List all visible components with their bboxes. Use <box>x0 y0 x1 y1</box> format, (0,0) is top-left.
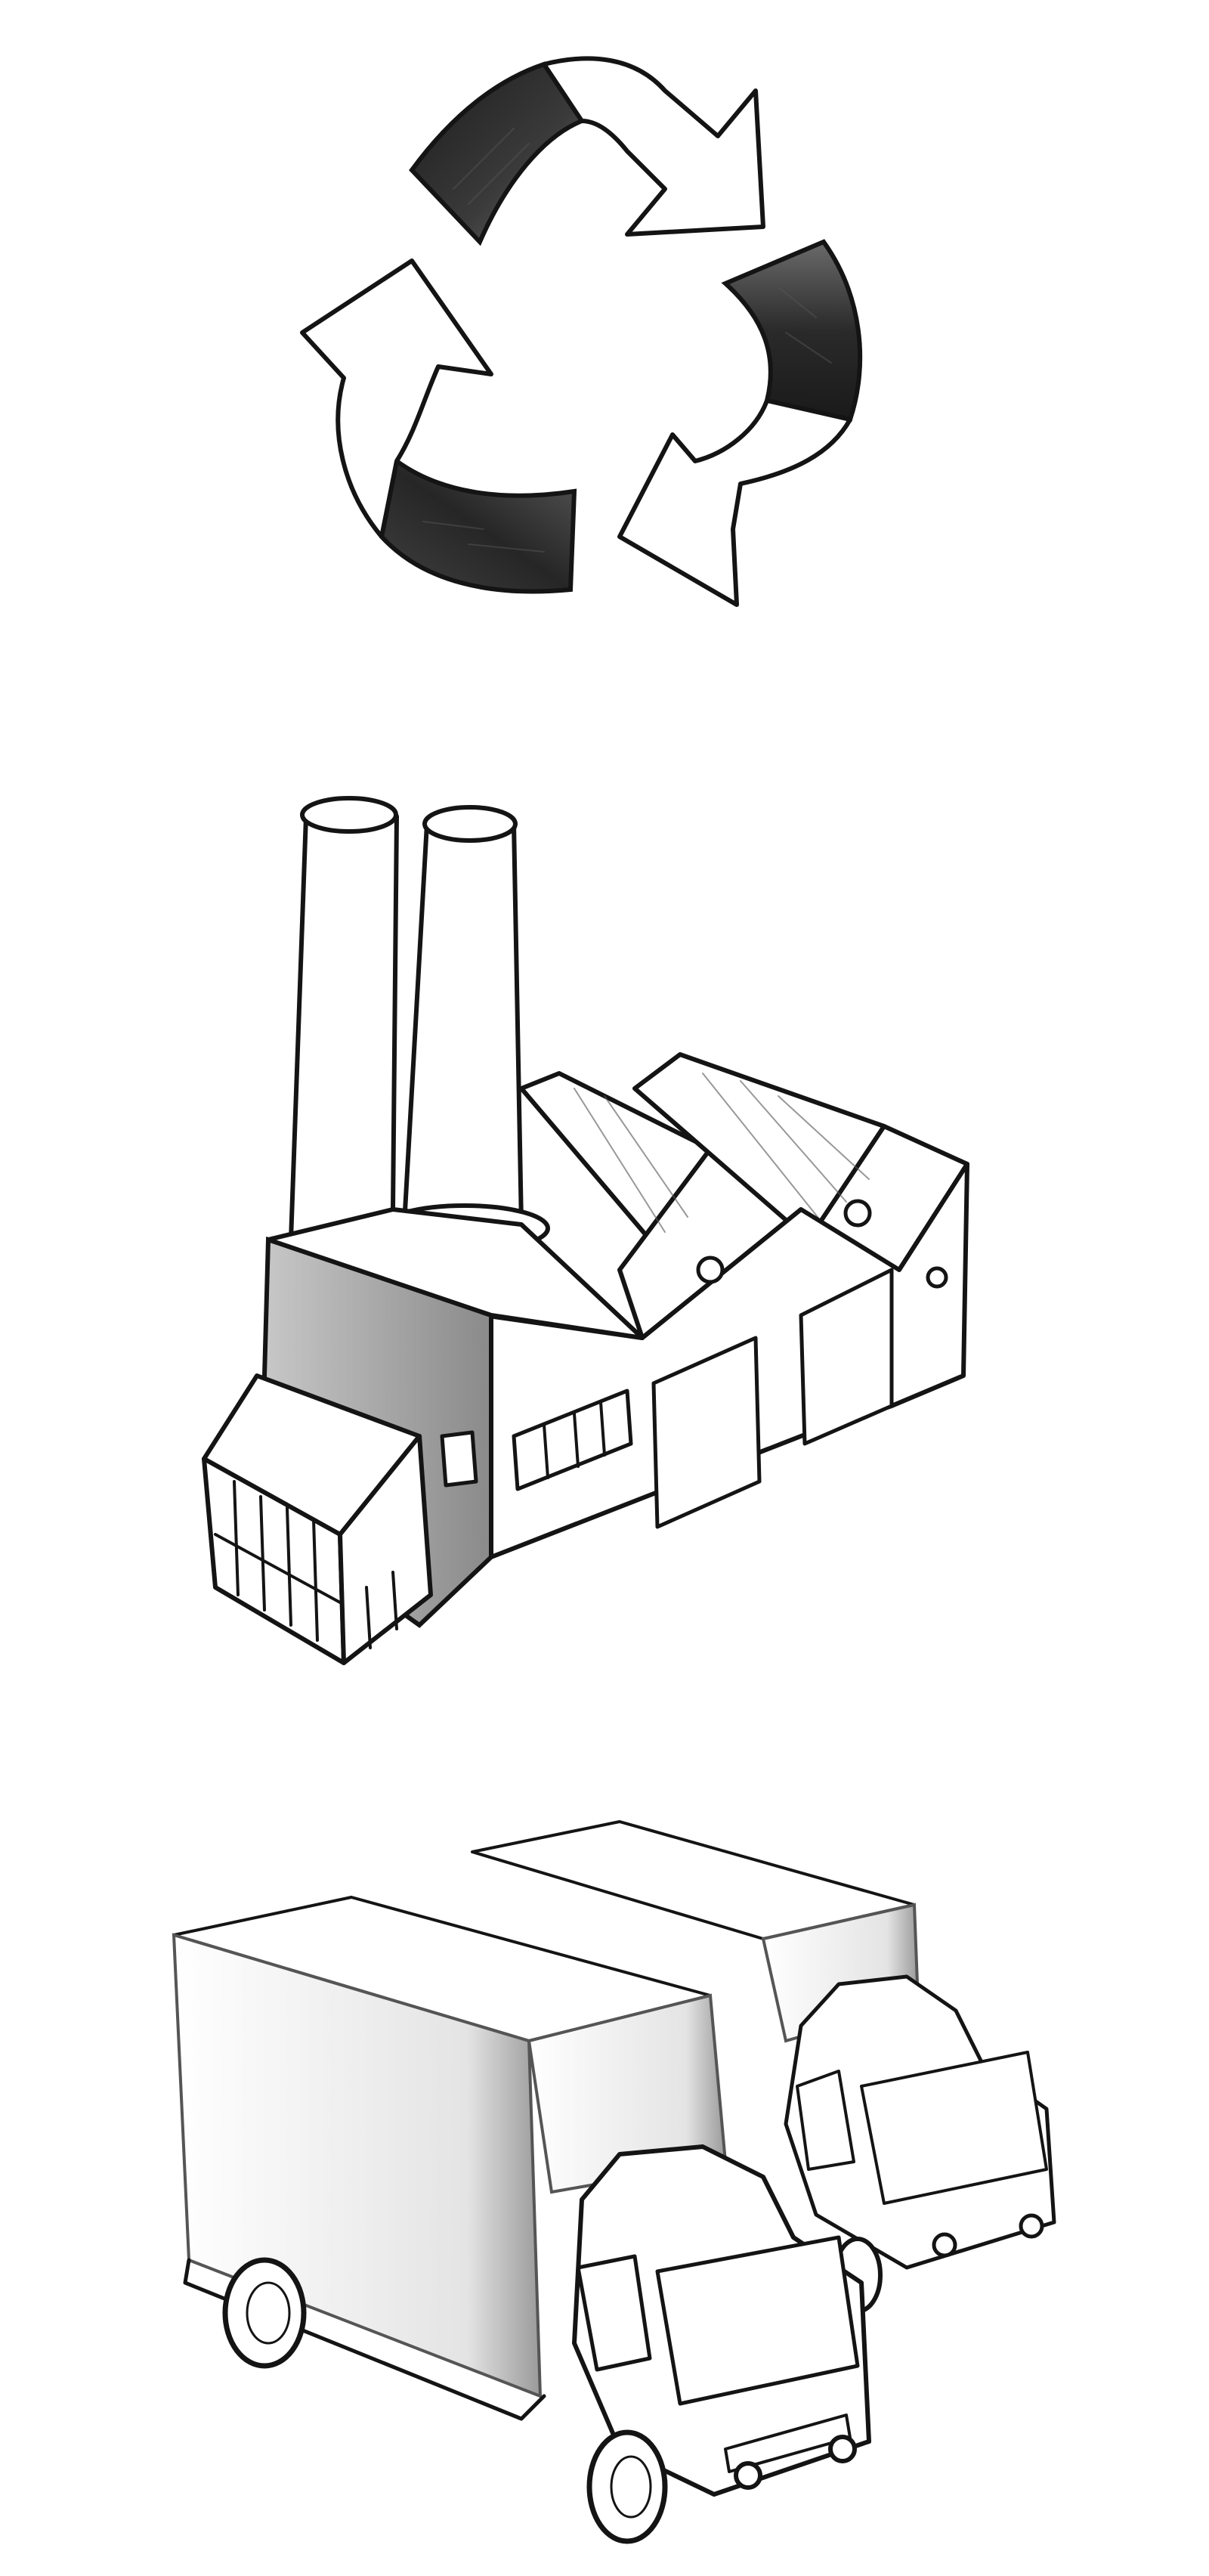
factory-icon <box>202 796 969 1665</box>
factory-door-left <box>651 1336 762 1529</box>
recycle-arrow-right-head <box>617 398 852 607</box>
factory-roof <box>519 1052 969 1340</box>
factory-door-right <box>799 1268 894 1446</box>
recycle-arrow-top-head <box>542 56 765 237</box>
factory-chimney-left <box>289 796 399 1242</box>
factory-porthole-middle <box>843 1199 872 1228</box>
truck-front-front-wheel <box>586 2429 668 2544</box>
recycle-arrow-top-shaded <box>409 61 586 246</box>
factory-entrance-annex <box>202 1373 433 1665</box>
delivery-trucks-icon <box>172 1820 1056 2544</box>
recycle-icon <box>300 56 863 607</box>
truck-front-headlight-left <box>734 2461 762 2490</box>
factory-window-strip <box>512 1389 633 1491</box>
truck-back <box>471 1820 1056 2314</box>
factory-chimney-right <box>379 805 550 1253</box>
recycle-arrow-left-shaded <box>379 457 577 594</box>
truck-front-headlight-right <box>828 2435 857 2463</box>
factory-porthole-right <box>926 1266 948 1289</box>
factory-left-block-top <box>266 1207 645 1340</box>
recycle-arrow-left-head <box>300 259 493 539</box>
factory-porthole-left <box>696 1255 725 1284</box>
recycle-arrow-right-shaded <box>721 239 863 423</box>
truck-back-headlight-left <box>932 2232 957 2258</box>
recycle-hatching <box>422 128 832 553</box>
truck-back-headlight-right <box>1019 2213 1044 2239</box>
truck-front-rear-wheel <box>222 2257 307 2369</box>
truck-front <box>172 1896 871 2544</box>
factory-side-window <box>440 1430 478 1488</box>
